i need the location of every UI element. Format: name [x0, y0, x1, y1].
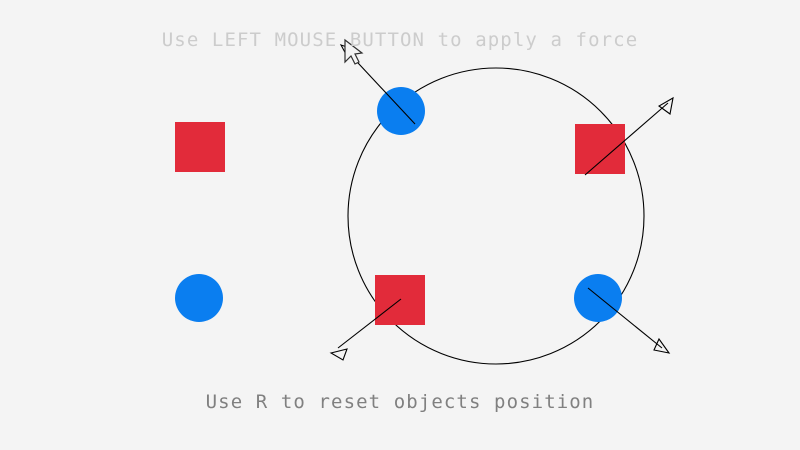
mouse-cursor-icon — [344, 38, 364, 65]
body-circle-top-mid[interactable] — [377, 87, 425, 135]
hint-text-reset-objects: Use R to reset objects position — [205, 391, 595, 413]
body-circle-bottom-right[interactable] — [574, 274, 622, 322]
body-square-top-left[interactable] — [175, 122, 225, 172]
hint-text-apply-force: Use LEFT MOUSE BUTTON to apply a force — [161, 29, 639, 51]
force-vector-circle-bottom-right — [587, 287, 671, 354]
body-square-top-right[interactable] — [575, 124, 625, 174]
boundary-circle — [347, 67, 645, 365]
force-vector-square-bottom-mid — [329, 298, 402, 361]
force-vector-square-top-right — [584, 96, 674, 176]
body-circle-bottom-left[interactable] — [175, 274, 223, 322]
